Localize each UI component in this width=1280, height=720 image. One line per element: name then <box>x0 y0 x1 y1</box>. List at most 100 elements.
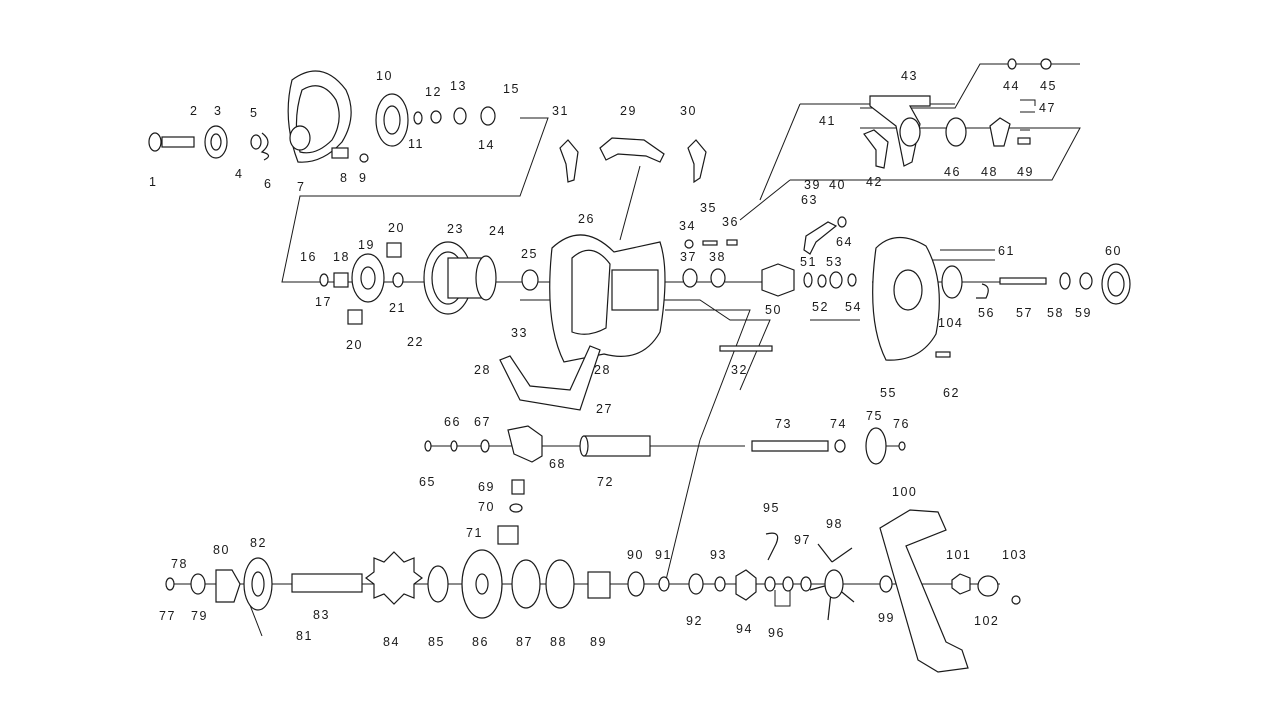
bush-89-shape <box>587 571 611 599</box>
part-label-2: 2 <box>190 104 198 118</box>
bearing-90-shape <box>627 571 645 597</box>
part-label-13: 13 <box>450 79 467 93</box>
part-label-55: 55 <box>880 386 897 400</box>
part-label-88: 88 <box>550 635 567 649</box>
part-label-67: 67 <box>474 415 491 429</box>
part-label-95: 95 <box>763 501 780 515</box>
part-label-19: 19 <box>358 238 375 252</box>
part-label-44: 44 <box>1003 79 1020 93</box>
part-label-60: 60 <box>1105 244 1122 258</box>
part-label-1: 1 <box>149 175 157 189</box>
part-label-64: 64 <box>836 235 853 249</box>
bush-38-shape <box>710 268 726 288</box>
bush-71-shape <box>497 525 519 545</box>
part-label-93: 93 <box>710 548 727 562</box>
part-label-97: 97 <box>794 533 811 547</box>
part-label-100: 100 <box>892 485 917 499</box>
ring-21-shape <box>392 272 404 288</box>
part-label-94: 94 <box>736 622 753 636</box>
part-label-85: 85 <box>428 635 445 649</box>
thumb-bar-27-shape <box>499 345 601 411</box>
bush-18-shape <box>333 272 349 288</box>
clip-56-shape <box>976 283 989 299</box>
plate-30-shape <box>687 139 707 184</box>
plate-42-shape <box>863 129 889 169</box>
part-label-96: 96 <box>768 626 785 640</box>
part-label-65: 65 <box>419 475 436 489</box>
part-label-69: 69 <box>478 480 495 494</box>
part-label-21: 21 <box>389 301 406 315</box>
part-label-4: 4 <box>235 167 243 181</box>
part-label-50: 50 <box>765 303 782 317</box>
washer-87-shape <box>511 559 541 609</box>
bearing-79-shape <box>190 573 206 595</box>
part-label-42: 42 <box>866 175 883 189</box>
pin-35-shape <box>702 240 718 246</box>
part-label-29: 29 <box>620 104 637 118</box>
ring-52-shape <box>817 274 827 288</box>
part-label-66: 66 <box>444 415 461 429</box>
part-label-98: 98 <box>826 517 843 531</box>
worm-shaft-73-shape <box>751 440 829 452</box>
screw-9-shape <box>359 153 369 163</box>
part-label-33: 33 <box>511 326 528 340</box>
part-label-3: 3 <box>214 104 222 118</box>
part-label-26: 26 <box>578 212 595 226</box>
part-label-99: 99 <box>878 611 895 625</box>
part-label-76: 76 <box>893 417 910 431</box>
part-label-70: 70 <box>478 500 495 514</box>
part-label-5: 5 <box>250 106 258 120</box>
part-label-7: 7 <box>297 180 305 194</box>
ring-77-shape <box>165 577 175 591</box>
pinion-50-shape <box>761 263 795 297</box>
ring-104-shape <box>941 265 963 299</box>
pin-36-shape <box>726 239 738 246</box>
screw-45-shape <box>1040 58 1052 70</box>
plate-80-shape <box>215 569 241 603</box>
part-label-71: 71 <box>466 526 483 540</box>
part-label-101: 101 <box>946 548 971 562</box>
ring-17-shape <box>319 273 329 287</box>
shaft-57-shape <box>999 277 1047 285</box>
part-label-84: 84 <box>383 635 400 649</box>
part-label-72: 72 <box>597 475 614 489</box>
pin-34-shape <box>684 239 694 249</box>
pawl-68-shape <box>507 425 543 463</box>
bearing-53-shape <box>829 271 843 289</box>
part-label-86: 86 <box>472 635 489 649</box>
part-label-34: 34 <box>679 219 696 233</box>
part-label-83: 83 <box>313 608 330 622</box>
part-label-49: 49 <box>1017 165 1034 179</box>
part-label-74: 74 <box>830 417 847 431</box>
part-label-91: 91 <box>655 548 672 562</box>
part-labels: 1 2 3 4 5 6 7 8 9 10 11 12 13 14 15 16 1… <box>149 69 1122 649</box>
ratchet-94-shape <box>735 569 757 601</box>
part-label-24: 24 <box>489 224 506 238</box>
part-label-37: 37 <box>680 250 697 264</box>
part-label-59: 59 <box>1075 306 1092 320</box>
washer-85-shape <box>427 565 449 603</box>
part-label-43: 43 <box>901 69 918 83</box>
part-label-22: 22 <box>407 335 424 349</box>
ring-96b-shape <box>782 576 794 592</box>
ring-93-shape <box>714 576 726 592</box>
part-label-20b: 20 <box>346 338 363 352</box>
part-label-8: 8 <box>340 171 348 185</box>
part-label-80: 80 <box>213 543 230 557</box>
part-label-39: 39 <box>804 178 821 192</box>
part-label-32: 32 <box>731 363 748 377</box>
block-20a-shape <box>386 242 402 258</box>
part-label-75: 75 <box>866 409 883 423</box>
ring-54-shape <box>847 273 857 287</box>
part-label-54: 54 <box>845 300 862 314</box>
part-label-45: 45 <box>1040 79 1057 93</box>
ring-91-shape <box>658 576 670 592</box>
part-label-9: 9 <box>359 171 367 185</box>
bearing-92-shape <box>688 573 704 595</box>
part-label-78: 78 <box>171 557 188 571</box>
part-label-28a: 28 <box>474 363 491 377</box>
part-label-102: 102 <box>974 614 999 628</box>
ring-13-shape <box>453 107 467 125</box>
